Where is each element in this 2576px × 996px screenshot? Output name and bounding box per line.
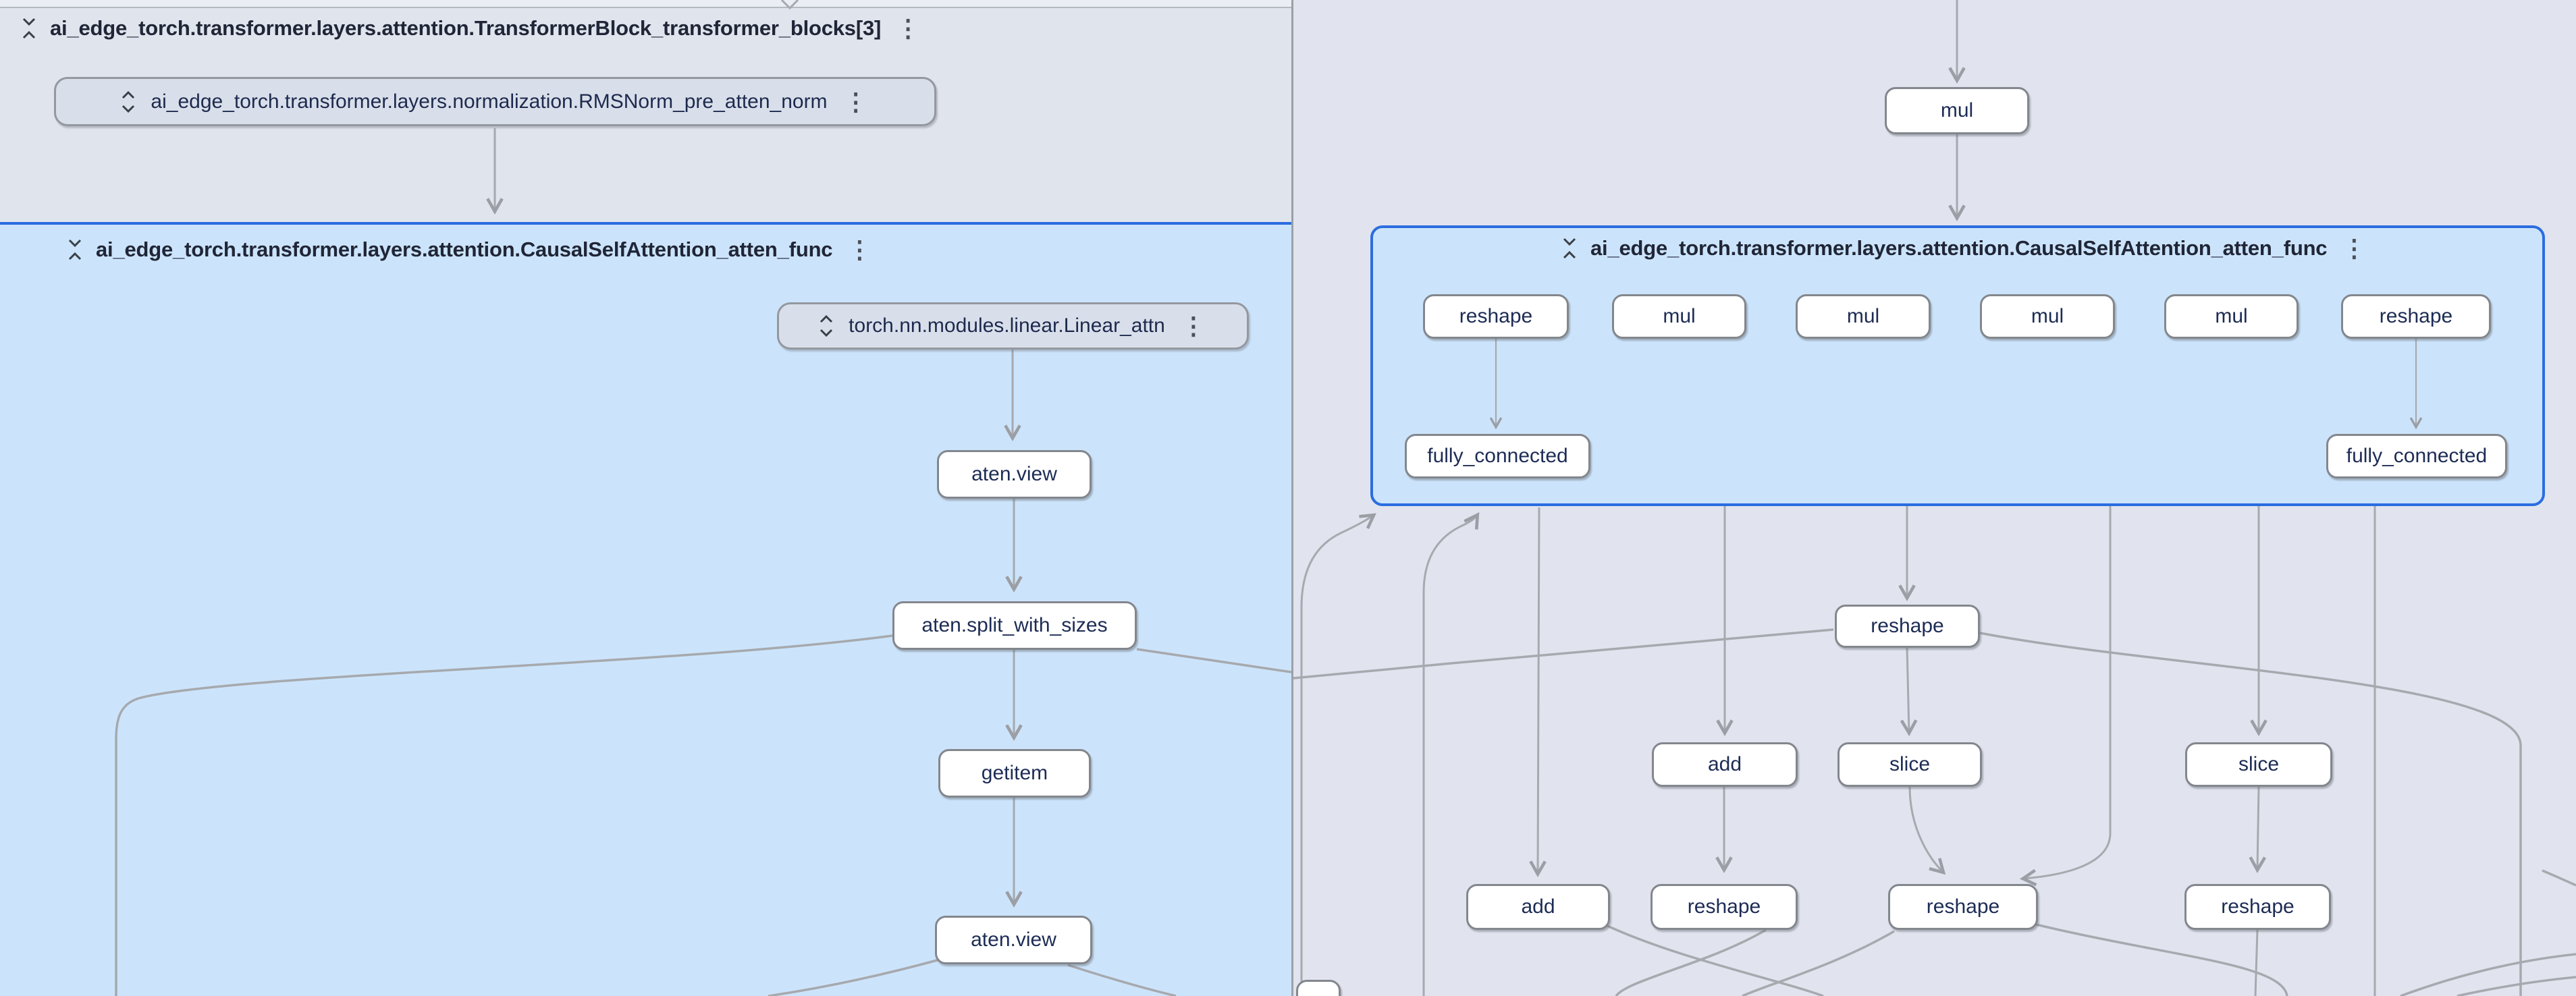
layer-node-rmsnorm[interactable]: ai_edge_torch.transformer.layers.normali… — [54, 77, 936, 126]
collapse-icon[interactable] — [1561, 237, 1578, 260]
more-options-icon[interactable]: ⋮ — [896, 14, 920, 42]
more-options-icon[interactable]: ⋮ — [847, 236, 872, 263]
op-label: aten.view — [971, 463, 1057, 485]
op-label: aten.split_with_sizes — [921, 614, 1108, 636]
op-label: mul — [1663, 305, 1696, 327]
op-label: fully_connected — [1427, 445, 1568, 467]
transformer-block-top-border — [0, 0, 1291, 8]
graph-pane-left[interactable]: ai_edge_torch.transformer.layers.attenti… — [0, 0, 1291, 996]
collapse-icon[interactable] — [20, 17, 38, 40]
group-title: ai_edge_torch.transformer.layers.attenti… — [50, 16, 882, 40]
op-node-reshape[interactable]: reshape — [2184, 884, 2331, 930]
op-label: mul — [2031, 305, 2064, 327]
op-node-reshape[interactable]: reshape — [1651, 884, 1798, 930]
op-node-mul[interactable]: mul — [1980, 294, 2115, 339]
op-label: reshape — [2379, 305, 2453, 327]
collapse-icon[interactable] — [66, 238, 84, 261]
op-node-reshape[interactable]: reshape — [1888, 884, 2038, 930]
layer-node-label: torch.nn.modules.linear.Linear_attn — [849, 314, 1165, 337]
op-node-mul[interactable]: mul — [1885, 87, 2029, 134]
expand-icon[interactable] — [817, 314, 835, 337]
expand-icon[interactable] — [119, 90, 137, 113]
layer-node-linear[interactable]: torch.nn.modules.linear.Linear_attn ⋮ — [777, 302, 1249, 350]
op-label: mul — [1940, 99, 1974, 121]
more-options-icon[interactable]: ⋮ — [1181, 312, 1206, 339]
graph-pane-right[interactable]: mul ai_edge_torch.transformer.layers.att… — [1293, 0, 2576, 996]
op-node-add[interactable]: add — [1652, 742, 1798, 787]
op-node-slice[interactable]: slice — [2185, 742, 2332, 787]
op-node-aten-view[interactable]: aten.view — [937, 450, 1092, 499]
op-label: slice — [1889, 753, 1930, 775]
pane-splitter[interactable] — [1291, 0, 1293, 996]
group-title: ai_edge_torch.transformer.layers.attenti… — [1590, 236, 2328, 260]
op-label: slice — [2238, 753, 2279, 775]
op-node-fully-connected[interactable]: fully_connected — [2326, 434, 2507, 478]
op-label: reshape — [1459, 305, 1533, 327]
op-node-mul[interactable]: mul — [1796, 294, 1931, 339]
op-label: fully_connected — [2346, 445, 2488, 467]
op-label: getitem — [981, 762, 1048, 784]
op-label: add — [1707, 753, 1742, 775]
layer-node-label: ai_edge_torch.transformer.layers.normali… — [151, 90, 828, 113]
op-label: reshape — [1926, 895, 2000, 918]
op-label: mul — [1846, 305, 1880, 327]
group-title: ai_edge_torch.transformer.layers.attenti… — [96, 238, 833, 261]
op-node-mul[interactable]: mul — [1612, 294, 1746, 339]
op-label: reshape — [1871, 615, 1944, 637]
op-label: reshape — [2221, 895, 2295, 918]
attention-group-header[interactable]: ai_edge_torch.transformer.layers.attenti… — [1561, 236, 2369, 260]
op-label: add — [1521, 895, 1555, 918]
op-node-aten-view[interactable]: aten.view — [935, 916, 1092, 964]
op-node-reshape[interactable]: reshape — [2341, 294, 2491, 339]
op-node-slice[interactable]: slice — [1837, 742, 1982, 787]
op-node-fully-connected[interactable]: fully_connected — [1405, 434, 1590, 478]
op-node-reshape[interactable]: reshape — [1423, 294, 1569, 339]
op-node-add[interactable]: add — [1466, 884, 1610, 930]
op-label: mul — [2215, 305, 2248, 327]
attention-group-header[interactable]: ai_edge_torch.transformer.layers.attenti… — [66, 238, 874, 262]
more-options-icon[interactable]: ⋮ — [2342, 234, 2367, 262]
op-node-split-with-sizes[interactable]: aten.split_with_sizes — [892, 601, 1137, 650]
op-label: reshape — [1687, 895, 1761, 918]
more-options-icon[interactable]: ⋮ — [843, 87, 868, 115]
op-node-reshape[interactable]: reshape — [1835, 605, 1980, 648]
op-node-partial[interactable] — [1296, 980, 1341, 996]
transformer-block-header[interactable]: ai_edge_torch.transformer.layers.attenti… — [20, 16, 923, 40]
op-node-mul[interactable]: mul — [2164, 294, 2299, 339]
op-label: aten.view — [971, 929, 1056, 951]
op-node-getitem[interactable]: getitem — [938, 749, 1091, 798]
